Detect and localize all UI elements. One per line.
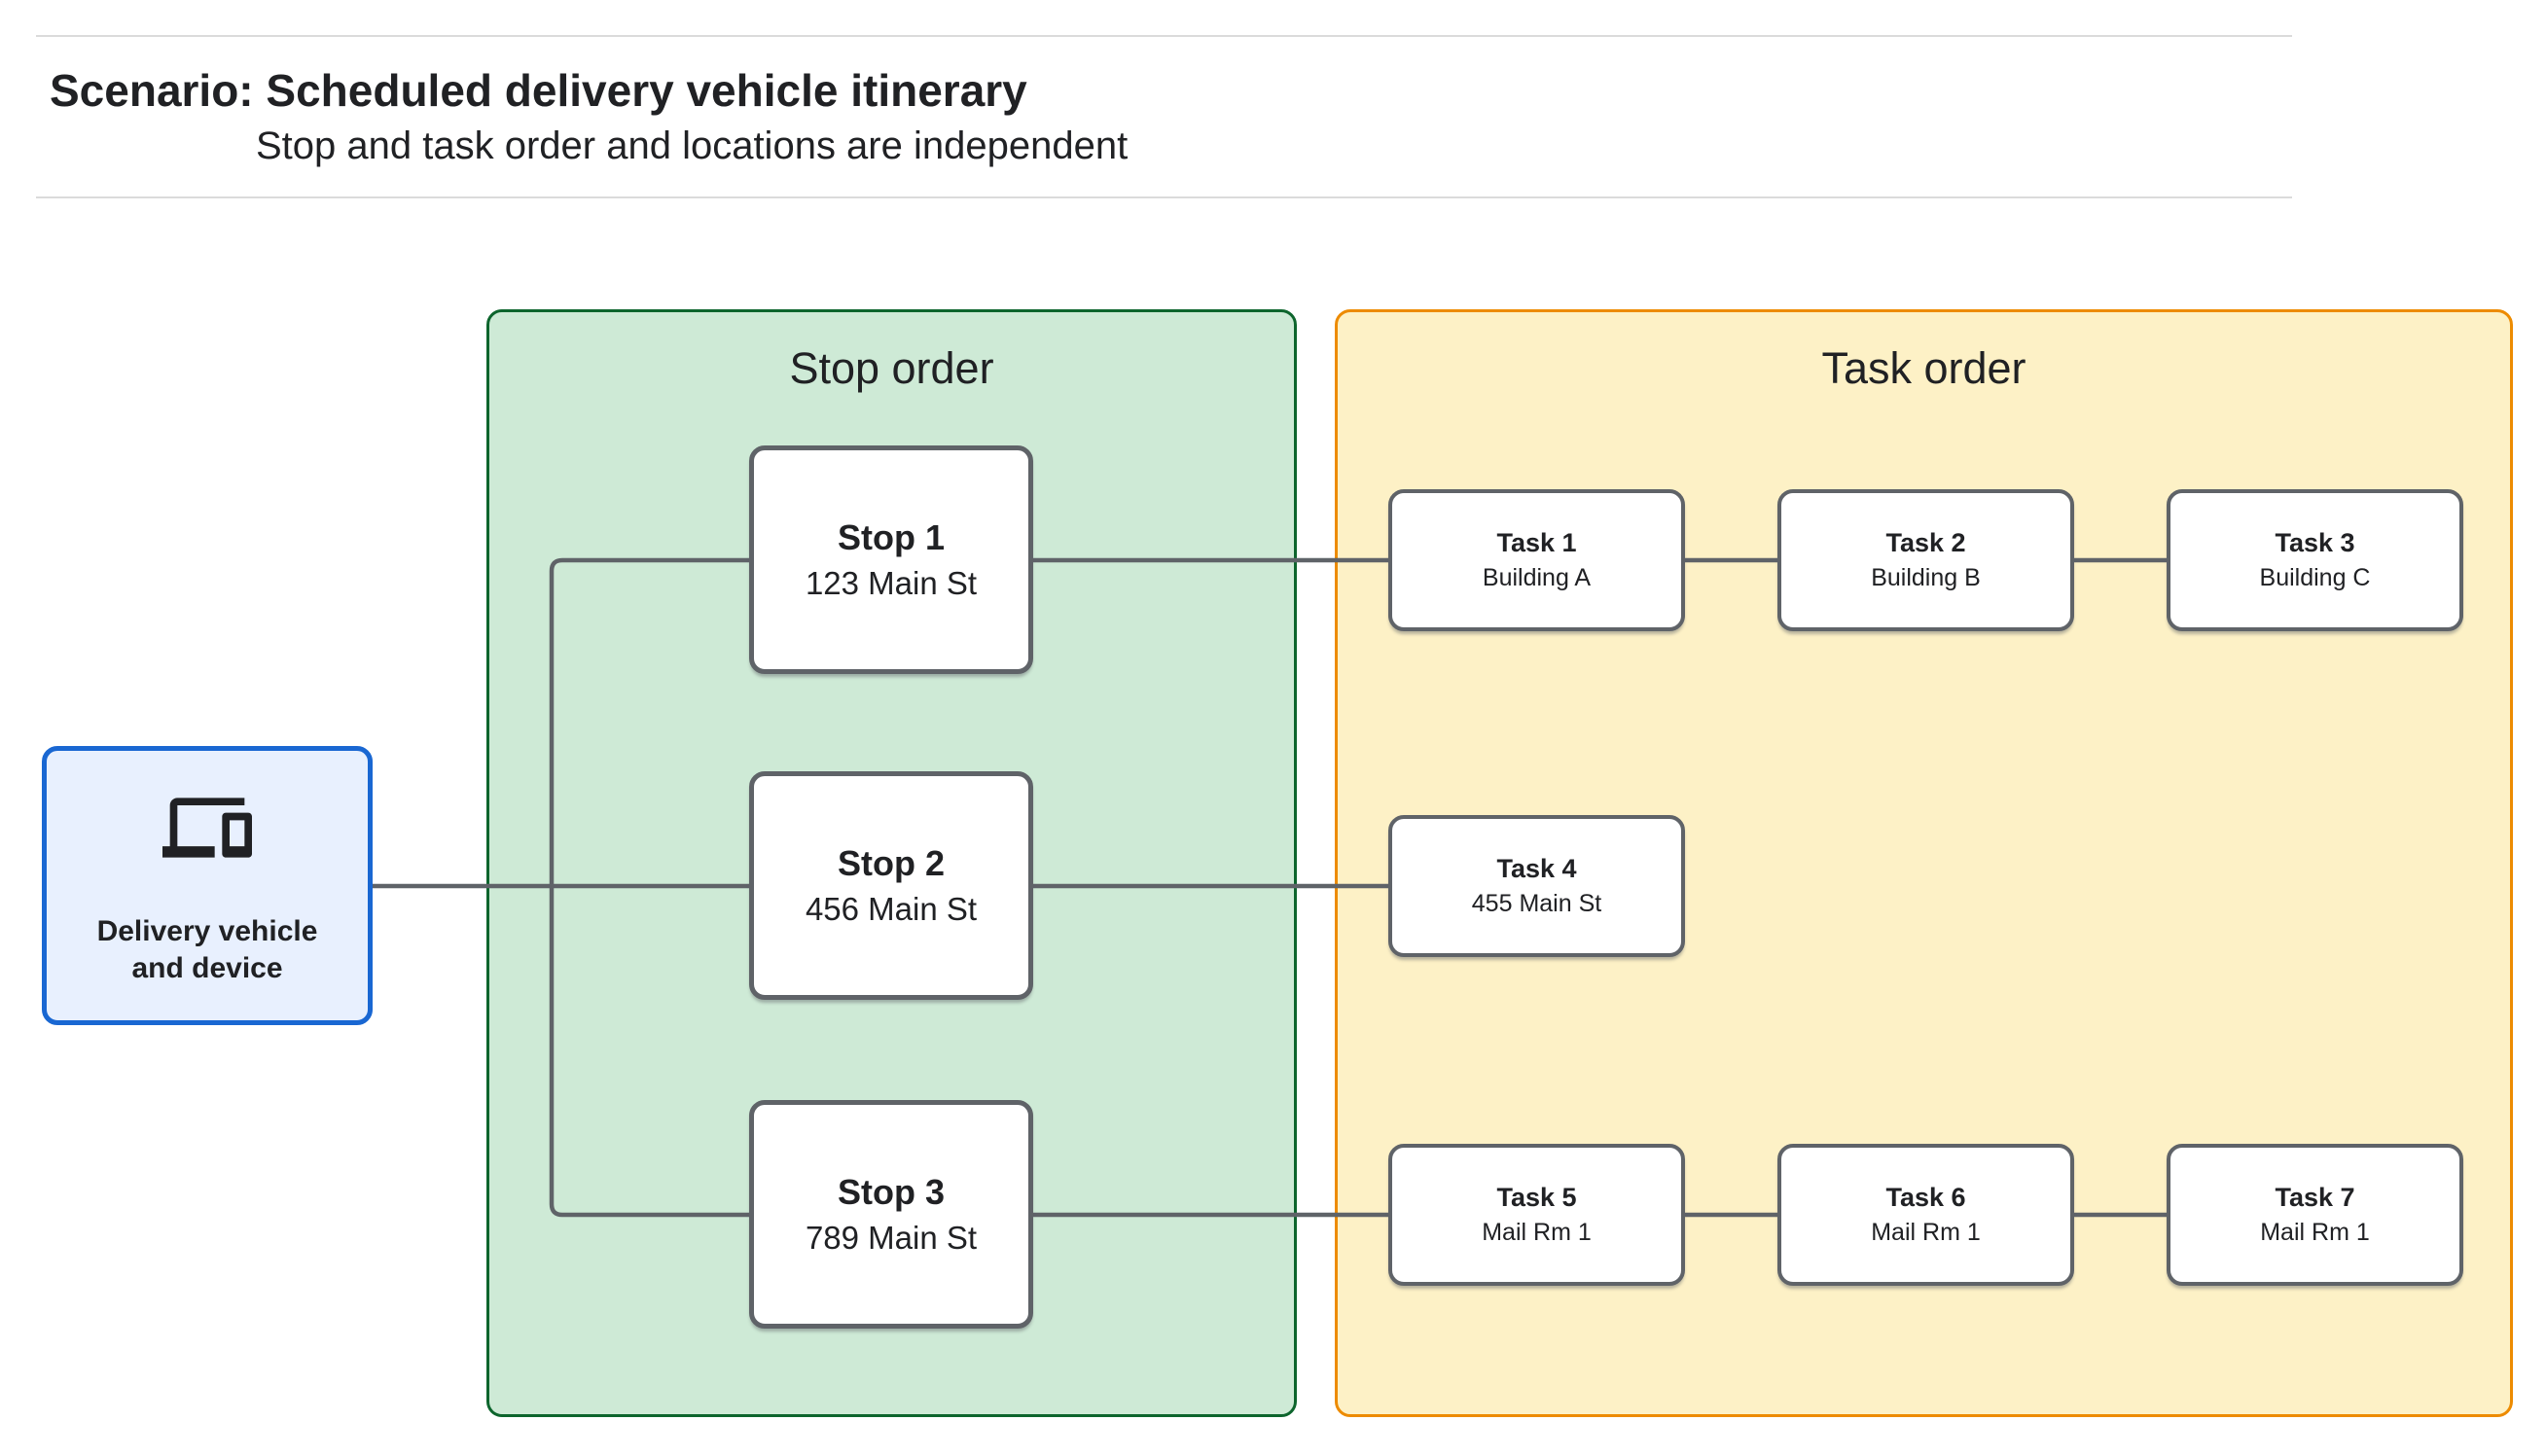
stop-2-location: 456 Main St — [805, 891, 978, 928]
task-7-location: Mail Rm 1 — [2260, 1219, 2370, 1247]
task-1-label: Task 1 — [1496, 527, 1577, 557]
task-node-3: Task 3 Building C — [2167, 489, 2463, 631]
task-4-location: 455 Main St — [1471, 890, 1602, 918]
task-node-1: Task 1 Building A — [1388, 489, 1685, 631]
divider-bottom — [36, 196, 2292, 198]
task-2-location: Building B — [1871, 564, 1981, 592]
task-node-4: Task 4 455 Main St — [1388, 815, 1685, 957]
task-node-6: Task 6 Mail Rm 1 — [1777, 1144, 2074, 1286]
vehicle-device-node: Delivery vehicle and device — [42, 746, 373, 1025]
task-order-panel-title: Task order — [1821, 343, 2026, 393]
task-6-location: Mail Rm 1 — [1871, 1219, 1981, 1247]
devices-icon — [162, 783, 252, 872]
page-subtitle: Stop and task order and locations are in… — [256, 124, 1129, 167]
stop-3-location: 789 Main St — [805, 1220, 978, 1257]
stop-1-location: 123 Main St — [805, 565, 978, 602]
vehicle-label-line2: and device — [131, 952, 283, 985]
task-5-label: Task 5 — [1496, 1182, 1577, 1212]
task-2-label: Task 2 — [1885, 527, 1966, 557]
vehicle-device-label: Delivery vehicle and device — [97, 913, 318, 987]
task-1-location: Building A — [1482, 564, 1592, 592]
task-node-2: Task 2 Building B — [1777, 489, 2074, 631]
stop-2-label: Stop 2 — [837, 843, 945, 884]
task-6-label: Task 6 — [1885, 1182, 1966, 1212]
task-5-location: Mail Rm 1 — [1482, 1219, 1592, 1247]
divider-top — [36, 35, 2292, 37]
page-title: Scenario: Scheduled delivery vehicle iti… — [50, 65, 1027, 116]
stop-node-3: Stop 3 789 Main St — [749, 1100, 1033, 1329]
task-4-label: Task 4 — [1496, 853, 1577, 883]
task-3-label: Task 3 — [2275, 527, 2355, 557]
connector-trunk-stop1-stop3 — [549, 557, 749, 1218]
stop-1-label: Stop 1 — [837, 517, 945, 558]
vehicle-label-line1: Delivery vehicle — [96, 915, 318, 947]
task-node-5: Task 5 Mail Rm 1 — [1388, 1144, 1685, 1286]
stop-order-panel-title: Stop order — [789, 343, 994, 393]
task-7-label: Task 7 — [2275, 1182, 2355, 1212]
task-3-location: Building C — [2259, 564, 2371, 592]
stop-3-label: Stop 3 — [837, 1172, 945, 1213]
stop-node-1: Stop 1 123 Main St — [749, 445, 1033, 674]
stop-node-2: Stop 2 456 Main St — [749, 771, 1033, 1000]
task-node-7: Task 7 Mail Rm 1 — [2167, 1144, 2463, 1286]
